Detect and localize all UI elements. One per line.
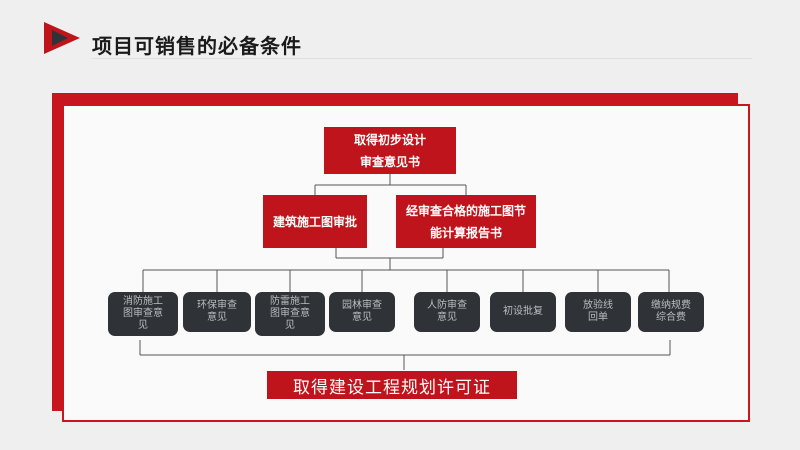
page-title: 项目可销售的必备条件 (92, 34, 302, 58)
fire-review-box: 消防施工 图审查意 见 (108, 292, 178, 336)
header-arrow-icon (44, 22, 80, 54)
fire-review-line-1: 消防施工 (123, 296, 163, 307)
fees-payment-line-1: 缴纳规费 (651, 300, 691, 311)
environmental-review-line-2: 意见 (207, 312, 227, 323)
preliminary-design-approval-label: 初设批复 (503, 306, 543, 317)
civil-defense-review-line-2: 意见 (437, 312, 457, 323)
setting-out-receipt-line-1: 放验线 (583, 300, 613, 311)
lightning-review-box: 防雷施工 图审查意 见 (255, 292, 325, 336)
environmental-review-line-1: 环保审查 (197, 300, 237, 311)
planning-permit-box: 取得建设工程规划许可证 (267, 371, 517, 399)
fees-payment-line-2: 综合费 (656, 312, 686, 323)
setting-out-receipt-line-2: 回单 (588, 312, 608, 323)
landscape-review-line-2: 意见 (352, 312, 372, 323)
initial-design-review-box: 取得初步设计 审查意见书 (324, 127, 456, 174)
planning-permit-label: 取得建设工程规划许可证 (293, 377, 491, 398)
fire-review-line-3: 见 (138, 320, 148, 331)
lightning-review-line-1: 防雷施工 (270, 296, 310, 307)
preliminary-design-approval-box: 初设批复 (490, 292, 556, 332)
construction-drawing-approval-label: 建筑施工图审批 (272, 214, 357, 229)
construction-drawing-approval-box: 建筑施工图审批 (263, 195, 367, 248)
civil-defense-review-box: 人防审查 意见 (414, 292, 480, 332)
header-divider (92, 58, 752, 59)
lightning-review-line-2: 图审查意 (270, 308, 310, 319)
civil-defense-review-line-1: 人防审查 (427, 300, 467, 311)
fire-review-line-2: 图审查意 (123, 308, 163, 319)
setting-out-receipt-box: 放验线 回单 (565, 292, 631, 332)
energy-report-box: 经审查合格的施工图节 能计算报告书 (396, 195, 536, 248)
initial-design-review-line-1: 取得初步设计 (353, 132, 426, 147)
fees-payment-box: 缴纳规费 综合费 (638, 292, 704, 332)
energy-report-line-2: 能计算报告书 (429, 225, 502, 240)
initial-design-review-line-2: 审查意见书 (359, 154, 420, 169)
environmental-review-box: 环保审查 意见 (183, 292, 251, 332)
energy-report-line-1: 经审查合格的施工图节 (405, 203, 526, 218)
landscape-review-box: 园林审查 意见 (329, 292, 395, 332)
landscape-review-line-1: 园林审查 (342, 300, 382, 311)
lightning-review-line-3: 见 (285, 320, 295, 331)
